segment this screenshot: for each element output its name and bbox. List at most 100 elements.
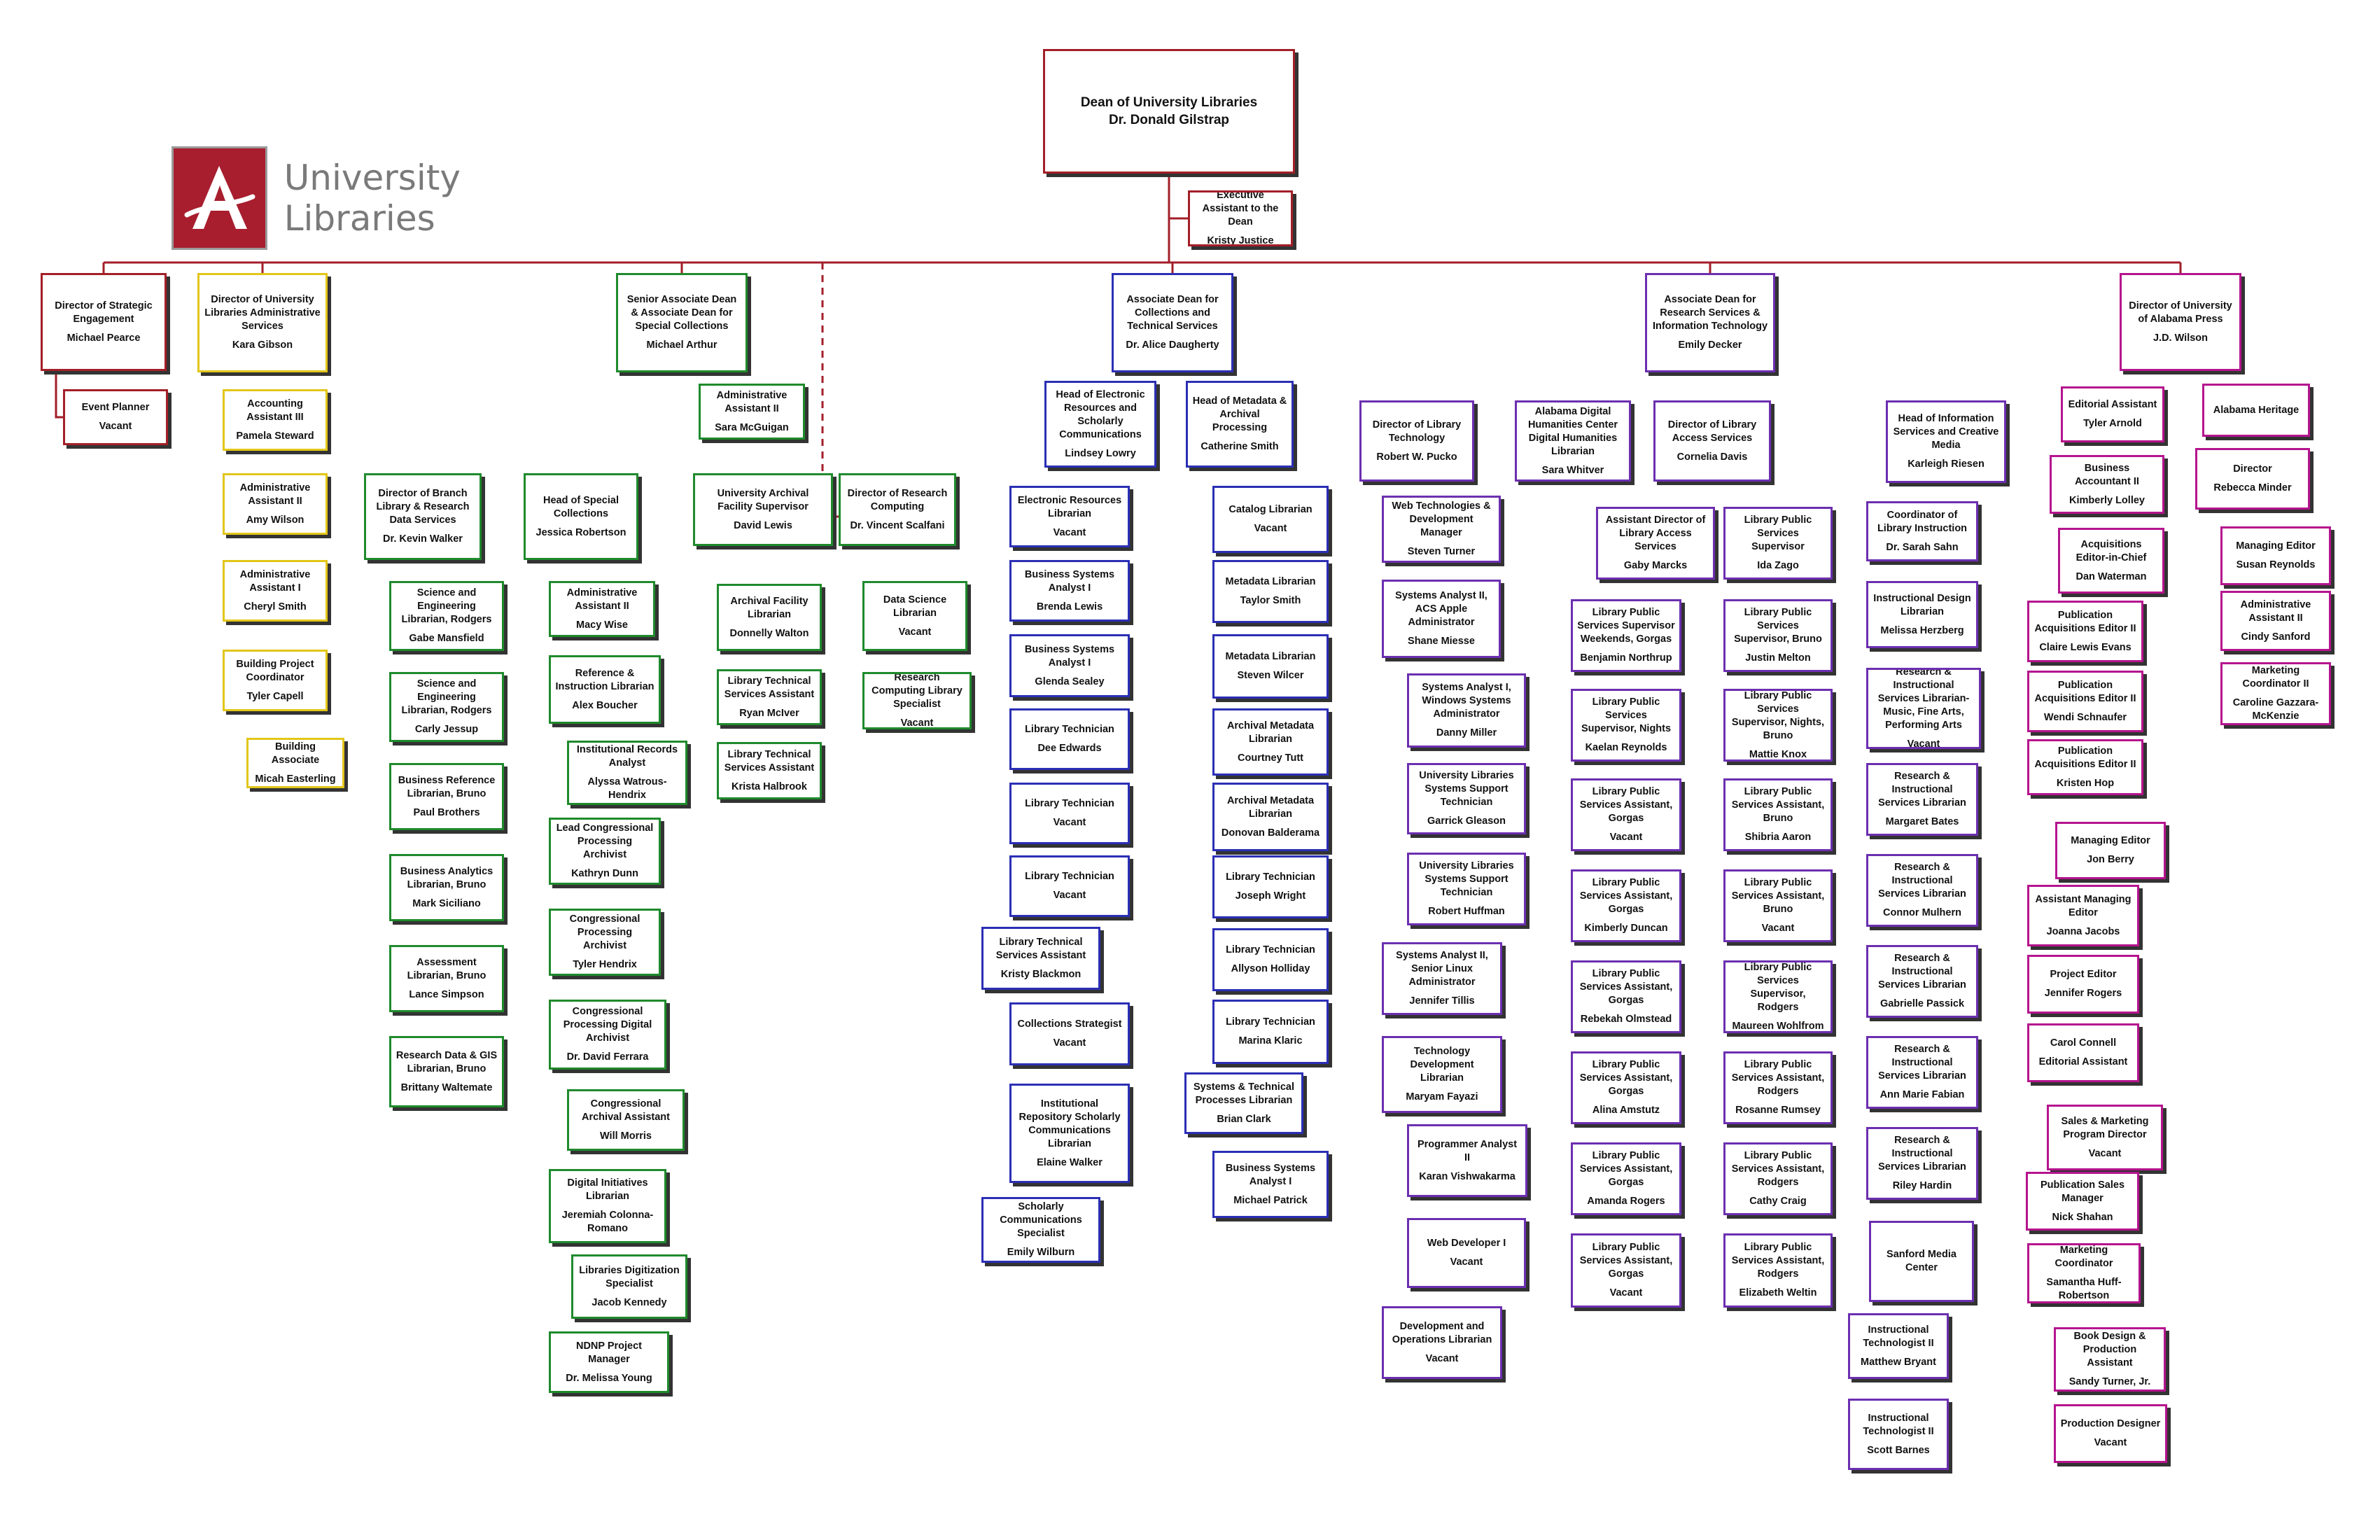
person-name: Vacant <box>2088 1147 2122 1159</box>
person-name: Margaret Bates <box>1885 816 1959 827</box>
position-title: Archival Facility Librarian <box>730 595 808 620</box>
person-name: Ida Zago <box>1757 560 1799 571</box>
person-name: Melissa Herzberg <box>1880 624 1964 636</box>
position-title: Research & Instructional Services Librar… <box>1878 1135 1966 1172</box>
org-box-lpsa-b1: Library Public Services Assistant, Bruno… <box>1723 778 1833 851</box>
person-name: Justin Melton <box>1745 652 1811 664</box>
position-title: Sanford Media Center <box>1886 1249 1956 1273</box>
person-name: Garrick Gleason <box>1427 816 1506 827</box>
person-name: David Lewis <box>734 519 792 531</box>
org-box-lpss-rodgers: Library Public Services Supervisor, Rodg… <box>1723 960 1833 1033</box>
position-title: Business Systems Analyst I <box>1225 1162 1316 1187</box>
person-name: Michael Pearce <box>66 332 141 344</box>
org-box-lpsa-r2: Library Public Services Assistant, Rodge… <box>1723 1142 1833 1215</box>
position-title: Acquisitions Editor-in-Chief <box>2076 538 2147 564</box>
person-name: Kaelan Reynolds <box>1585 742 1667 753</box>
position-title: Business Systems Analyst I <box>1024 643 1115 668</box>
connector-line <box>1949 1302 1964 1435</box>
org-box-risl2: Research & Instructional Services Librar… <box>1866 854 1978 927</box>
org-box-head-info: Head of Information Services and Creativ… <box>1886 400 2006 483</box>
person-name: Karan Vishwakarma <box>1419 1170 1516 1182</box>
person-name: Courtney Tutt <box>1238 752 1303 764</box>
position-title: Director of University Libraries Adminis… <box>204 294 321 332</box>
connector-line <box>1100 1183 1120 1230</box>
person-name: Taylor Smith <box>1240 595 1301 606</box>
position-title: Library Public Services Assistant, Gorga… <box>1579 877 1673 915</box>
org-box-risl3: Research & Instructional Services Librar… <box>1866 945 1978 1018</box>
org-box-lpss-weekends: Library Public Services Supervisor Weeke… <box>1571 599 1681 672</box>
position-title: Library Public Services Assistant, Gorga… <box>1579 1150 1673 1188</box>
org-box-risl4: Research & Instructional Services Librar… <box>1866 1036 1978 1109</box>
position-title: Reference & Instruction Librarian <box>555 667 654 692</box>
position-title: Digital Initiatives Librarian <box>567 1177 648 1202</box>
person-name: Kristy Blackmon <box>1000 968 1082 980</box>
connector-line <box>2208 510 2220 693</box>
position-title: Administrative Assistant I <box>239 568 311 594</box>
person-name: Steven Turner <box>1407 546 1476 557</box>
person-name: Maryam Fayazi <box>1406 1091 1478 1102</box>
position-title: Lead Congressional Processing Archivist <box>556 822 654 860</box>
position-title: Electronic Resources Librarian <box>1017 494 1122 519</box>
person-name: Vacant <box>99 421 132 432</box>
person-name: Jennifer Tillis <box>1409 995 1475 1007</box>
position-title: Science and Engineering Librarian, Rodge… <box>401 587 492 625</box>
position-title: NDNP Project Manager <box>575 1340 642 1365</box>
position-title: Scholarly Communications Specialist <box>1000 1201 1082 1239</box>
position-title: Event Planner <box>81 402 150 413</box>
position-title: Library Public Services Assistant, Rodge… <box>1731 1059 1825 1097</box>
position-title: Library Technician <box>1025 798 1114 809</box>
position-title: Book Design & Production Assistant <box>2073 1331 2146 1368</box>
position-title: Institutional Records Analyst <box>576 744 678 769</box>
position-title: Library Public Services Assistant, Bruno <box>1731 877 1825 915</box>
position-title: Administrative Assistant II <box>566 587 638 612</box>
position-title: Alabama Digital Humanities Center Digita… <box>1527 405 1618 457</box>
connector-line <box>238 711 246 763</box>
position-title: Systems Analyst I, Windows Systems Admin… <box>1422 682 1511 720</box>
position-title: Science and Engineering Librarian, Rodge… <box>401 678 492 716</box>
position-title: Director of Strategic Engagement <box>55 300 153 325</box>
person-name: Vacant <box>1609 832 1643 843</box>
org-box-lpsa-g1: Library Public Services Assistant, Gorga… <box>1571 778 1681 851</box>
person-name: Riley Hardin <box>1892 1180 1952 1191</box>
connector-line <box>2113 378 2180 386</box>
person-name: Kristy Justice <box>1207 235 1274 246</box>
org-box-ulst2: University Libraries Systems Support Tec… <box>1407 853 1526 925</box>
person-name: Mark Siciliano <box>412 897 481 909</box>
person-name: Steven Wilcer <box>1237 670 1304 681</box>
position-title: Library Public Services Assistant, Gorga… <box>1579 968 1673 1006</box>
person-name: Elizabeth Weltin <box>1739 1287 1817 1298</box>
person-name: Ann Marie Fabian <box>1879 1089 1965 1100</box>
position-title: Administrative Assistant II <box>2240 598 2311 624</box>
position-title: Business Accountant II <box>2075 462 2139 487</box>
position-title: Editorial Assistant <box>2068 399 2157 410</box>
person-name: Vacant <box>1450 1256 1483 1268</box>
connector-line <box>560 1243 571 1287</box>
person-name: Vacant <box>898 626 932 638</box>
position-title: Web Developer I <box>1427 1238 1506 1249</box>
org-box-sad: Senior Associate Dean & Associate Dean f… <box>616 273 748 372</box>
person-name: Tyler Capell <box>246 690 304 702</box>
